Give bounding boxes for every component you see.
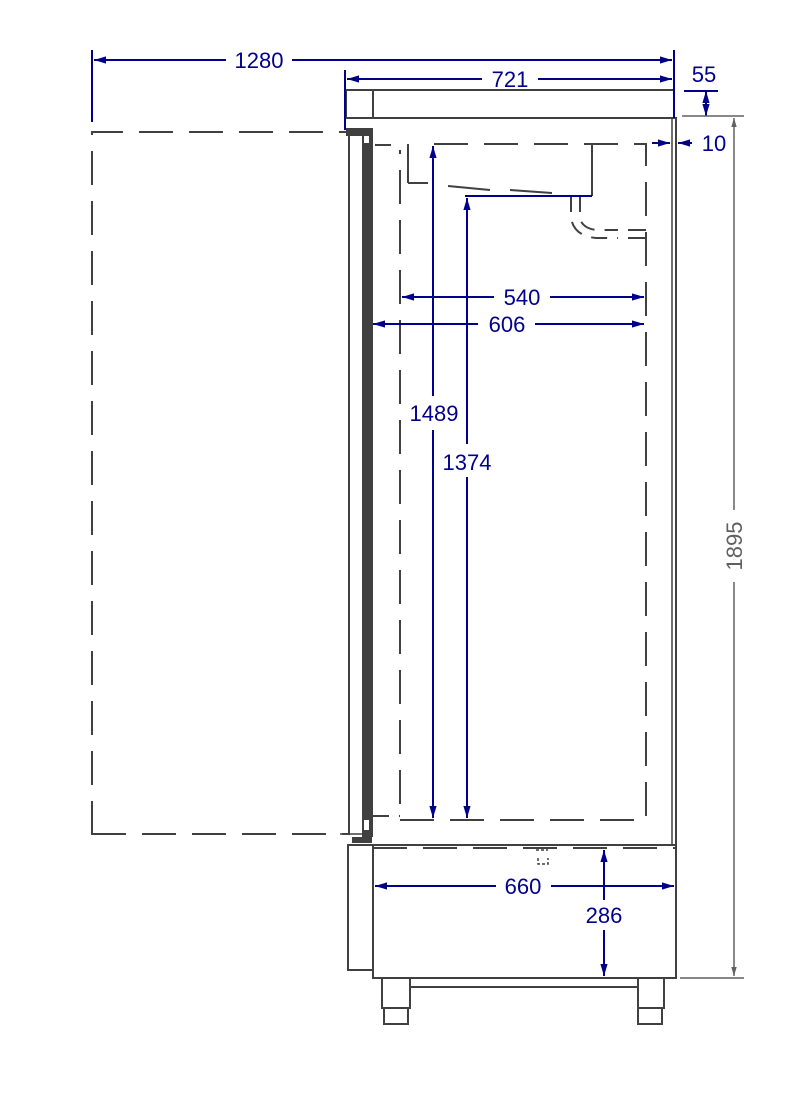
- dimension-1489: 1489: [410, 146, 459, 818]
- dimension-label-1374: 1374: [443, 450, 492, 475]
- dimension-1280: 1280: [91, 48, 675, 122]
- dimension-55: 55: [682, 62, 744, 117]
- dimension-label-1895: 1895: [722, 522, 747, 571]
- dimension-label-1280: 1280: [235, 48, 284, 73]
- dimension-606: 606: [373, 312, 644, 337]
- dimension-label-1489: 1489: [410, 401, 459, 426]
- dimension-label-660: 660: [505, 874, 542, 899]
- dimension-540: 540: [402, 285, 644, 310]
- dimension-1895: 1895: [722, 118, 747, 976]
- dimension-721: 721: [344, 67, 672, 130]
- dimension-label-286: 286: [586, 903, 623, 928]
- dimension-660: 660: [375, 874, 674, 899]
- door-swing-outline: [91, 131, 348, 835]
- dimension-label-55: 55: [692, 62, 716, 87]
- dimension-10: 10: [652, 131, 726, 156]
- dimension-label-10: 10: [702, 131, 726, 156]
- dimension-1374: 1374: [443, 195, 592, 818]
- dimension-286: 286: [586, 850, 623, 976]
- cabinet-body: [340, 89, 744, 1025]
- dimension-label-606: 606: [489, 312, 526, 337]
- dimension-label-540: 540: [504, 285, 541, 310]
- dimension-label-721: 721: [492, 67, 529, 92]
- interior-liner-outline: [373, 143, 676, 865]
